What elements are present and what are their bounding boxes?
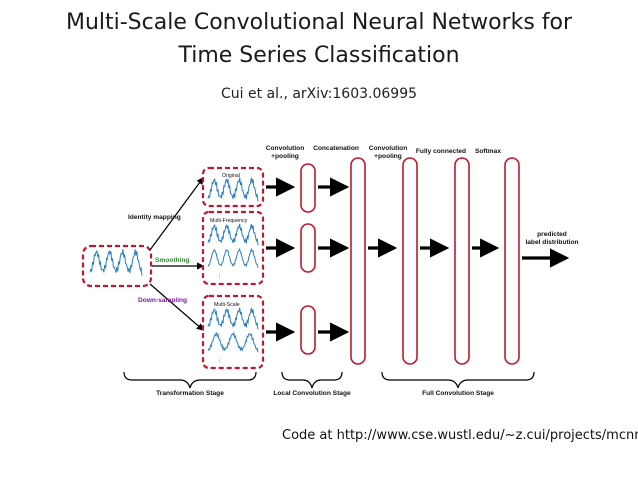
local-conv-layer-3 bbox=[300, 305, 316, 355]
label-smoothing: Smoothing bbox=[155, 257, 189, 264]
code-link-footer: Code at http://www.cse.wustl.edu/~z.cui/… bbox=[282, 428, 638, 443]
multi-scale-signal-2 bbox=[207, 331, 259, 353]
label-conv-pool-1-line1: Convolution bbox=[266, 145, 304, 152]
transformation-stage-brace bbox=[123, 371, 257, 389]
multi-scale-signal-1 bbox=[207, 307, 259, 330]
multi-frequency-signal-2 bbox=[207, 247, 259, 268]
local-conv-layer-2 bbox=[300, 223, 316, 273]
original-signal bbox=[207, 177, 259, 202]
multi-frequency-ellipsis: ⋮ bbox=[217, 274, 222, 280]
slide-title-line2: Time Series Classification bbox=[178, 43, 460, 68]
slide-title-line1: Multi-Scale Convolutional Neural Network… bbox=[65, 10, 573, 35]
citation: Cui et al., arXiv:1603.06995 bbox=[220, 86, 418, 102]
label-conv-pool-2-line1: Convolution bbox=[369, 145, 407, 152]
original-box bbox=[201, 166, 265, 208]
label-conv-pool-1-line2: +pooling bbox=[271, 153, 299, 160]
fully-connected-layer bbox=[454, 157, 470, 365]
multi-scale-ellipsis: ⋮ bbox=[217, 358, 222, 364]
input-series-signal bbox=[89, 249, 143, 276]
multi-frequency-signal-1 bbox=[207, 223, 259, 246]
full-conv-stage-brace bbox=[381, 371, 535, 389]
label-down-sampling: Down-sampling bbox=[138, 297, 187, 304]
label-transformation-stage: Transformation Stage bbox=[156, 390, 224, 397]
identity-arrow bbox=[149, 177, 204, 251]
label-identity-mapping: Identity mapping bbox=[128, 214, 181, 221]
multi-scale-box bbox=[201, 294, 265, 370]
softmax-layer bbox=[504, 157, 520, 365]
label-full-convolution-stage: Full Convolution Stage bbox=[422, 390, 494, 397]
label-local-convolution-stage: Local Convolution Stage bbox=[273, 390, 351, 397]
concatenation-layer bbox=[350, 157, 366, 365]
input-series-box bbox=[81, 244, 153, 288]
multi-frequency-box bbox=[201, 210, 265, 286]
label-fully-connected: Fully connected bbox=[416, 148, 466, 155]
local-conv-layer-1 bbox=[300, 163, 316, 213]
box-label-multi-frequency: Multi-Frequency bbox=[210, 218, 248, 224]
downsampling-arrow bbox=[149, 283, 204, 331]
conv-pool-2-layer bbox=[402, 157, 418, 365]
label-label-distribution: label distribution bbox=[525, 239, 578, 246]
label-concatenation: Concatenation bbox=[313, 145, 359, 152]
box-label-original: Original bbox=[222, 173, 240, 179]
label-softmax: Softmax bbox=[475, 148, 501, 155]
local-conv-stage-brace bbox=[281, 371, 343, 389]
label-predicted: predicted bbox=[537, 231, 567, 238]
box-label-multi-scale: Multi-Scale bbox=[214, 302, 240, 308]
label-conv-pool-2-line2: +pooling bbox=[374, 153, 402, 160]
